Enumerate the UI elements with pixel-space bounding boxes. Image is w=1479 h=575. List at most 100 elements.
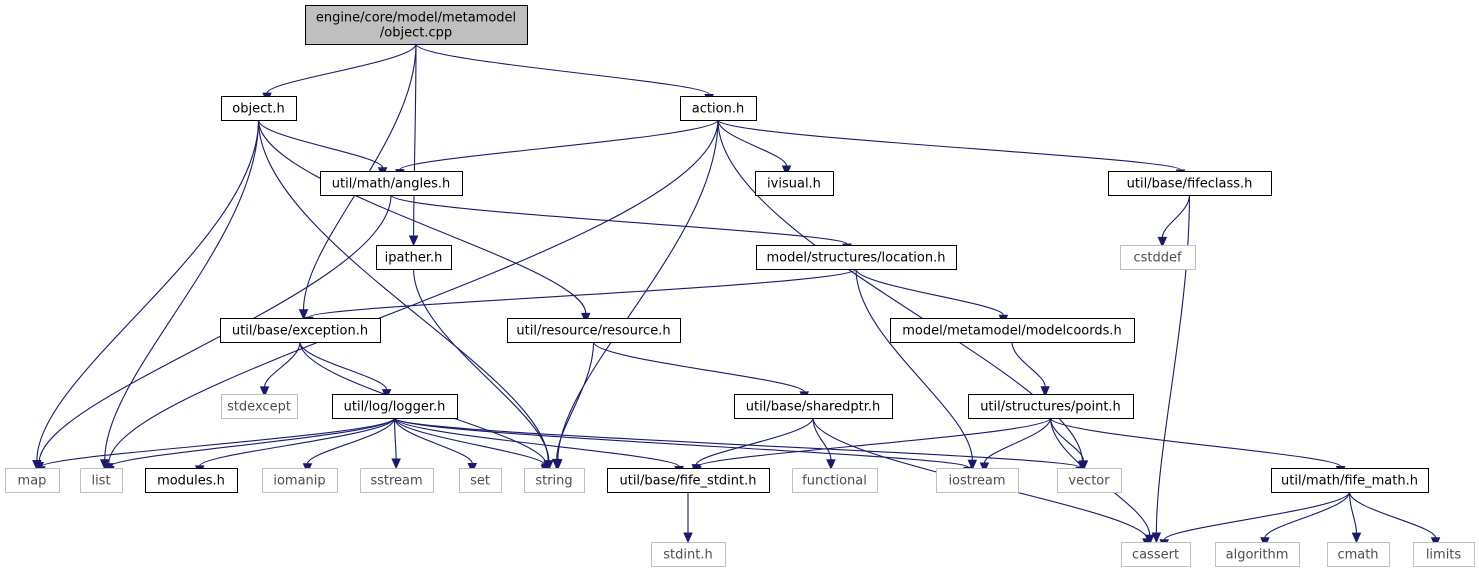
node-label: cmath: [1337, 548, 1378, 563]
node-box: [524, 468, 585, 493]
edge-fifeclass_h-to-cstddef: [1157, 194, 1191, 248]
node-object-h[interactable]: object.h: [221, 96, 297, 121]
node-label: model/metamodel/modelcoords.h: [902, 324, 1122, 339]
edge-root-to-ipather_h: [408, 43, 419, 247]
node-list: list: [80, 468, 123, 493]
node-label: util/base/sharedptr.h: [746, 400, 880, 415]
node-box: [1108, 171, 1272, 196]
edge-modelcoords_h-to-point_h: [1011, 341, 1050, 397]
node-angles-h[interactable]: util/math/angles.h: [320, 171, 463, 196]
edge-arrowhead: [259, 386, 270, 398]
node-modules-h[interactable]: modules.h: [145, 468, 238, 493]
edge-logger_h-to-sstream: [391, 417, 401, 470]
edge-line: [393, 417, 397, 460]
node-box: [1057, 468, 1122, 493]
node-box: [1413, 542, 1475, 567]
edge-fife_math_h-to-limits: [1348, 491, 1441, 549]
edge-location_h-to-modelcoords_h: [855, 268, 1009, 326]
node-label: stdint.h: [663, 548, 712, 563]
node-box: [145, 468, 238, 493]
edge-arrowhead: [580, 312, 591, 324]
edge-action_h-to-string: [553, 119, 719, 471]
edge-line: [399, 119, 719, 171]
node-label: action.h: [692, 102, 744, 117]
node-stdint-h: stdint.h: [651, 542, 726, 567]
edge-line: [393, 417, 680, 468]
edge-arrowhead: [1151, 532, 1162, 544]
node-label: util/log/logger.h: [344, 400, 446, 415]
node-fife-stdint-h[interactable]: util/base/fife_stdint.h: [607, 468, 770, 493]
node-box: [1215, 542, 1300, 567]
node-label: util/math/angles.h: [332, 177, 451, 192]
edge-line: [299, 341, 388, 390]
node-resource-h[interactable]: util/resource/resource.h: [507, 318, 681, 343]
edge-object_h-to-resource_h: [257, 119, 591, 324]
edge-line: [696, 417, 1052, 468]
edge-line: [393, 417, 969, 468]
edge-line: [1155, 194, 1191, 534]
edge-logger_h-to-list: [105, 417, 396, 477]
node-box: [459, 468, 502, 493]
node-label: vector: [1068, 474, 1110, 489]
node-root[interactable]: engine/core/model/metamodel/object.cpp: [305, 5, 528, 45]
node-fifeclass-h[interactable]: util/base/fifeclass.h: [1108, 171, 1272, 196]
edge-line: [108, 119, 719, 464]
node-box: [1121, 542, 1191, 567]
edge-arrowhead: [967, 459, 978, 471]
node-box: [890, 318, 1135, 343]
node-label: util/math/fife_math.h: [1281, 474, 1418, 489]
edge-arrowhead: [298, 309, 309, 320]
node-exception-h[interactable]: util/base/exception.h: [220, 318, 381, 343]
edge-line: [109, 417, 396, 468]
node-ivisual-h[interactable]: ivisual.h: [755, 171, 834, 196]
node-box: [792, 468, 878, 493]
edge-line: [717, 119, 1083, 462]
node-label: engine/core/model/metamodel: [316, 11, 516, 26]
node-box: [968, 394, 1134, 419]
node-box: [680, 96, 757, 121]
edge-fifeclass_h-to-cassert: [1151, 194, 1191, 544]
edge-arrowhead: [979, 462, 990, 474]
node-vector: vector: [1057, 468, 1122, 493]
node-modelcoords-h[interactable]: model/metamodel/modelcoords.h: [890, 318, 1135, 343]
edge-object_h-to-angles_h: [257, 119, 388, 178]
node-label: sstream: [370, 474, 422, 489]
edge-line: [1049, 417, 1085, 461]
edge-fife_math_h-to-cmath: [1348, 491, 1362, 544]
node-label: set: [470, 474, 490, 489]
node-logger-h[interactable]: util/log/logger.h: [332, 394, 458, 419]
edge-line: [393, 417, 1081, 468]
edge-exception_h-to-stdexcept: [259, 341, 301, 398]
node-label: algorithm: [1226, 548, 1289, 563]
edge-line: [1161, 194, 1191, 238]
node-box: [220, 318, 381, 343]
edge-action_h-to-angles_h: [395, 119, 719, 180]
edge-line: [855, 268, 973, 461]
node-box: [756, 245, 957, 270]
node-sharedptr-h[interactable]: util/base/sharedptr.h: [734, 394, 893, 419]
edge-line: [855, 268, 1004, 316]
edge-location_h-to-iostream: [855, 268, 978, 471]
edge-resource_h-to-string: [551, 341, 595, 470]
edge-resource_h-to-sharedptr_h: [592, 341, 810, 403]
edge-line: [257, 119, 549, 462]
node-point-h[interactable]: util/structures/point.h: [968, 394, 1134, 419]
node-label: limits: [1426, 548, 1462, 563]
edge-arrowhead: [826, 459, 836, 470]
edge-line: [1011, 341, 1046, 387]
node-fife-math-h[interactable]: util/math/fife_math.h: [1271, 468, 1429, 493]
node-action-h[interactable]: action.h: [680, 96, 757, 121]
edge-logger_h-to-modules_h: [194, 417, 396, 477]
node-label: util/structures/point.h: [980, 400, 1121, 415]
node-box: [332, 394, 458, 419]
edge-line: [257, 119, 384, 169]
node-cstddef: cstddef: [1120, 245, 1196, 270]
node-ipather-h[interactable]: ipather.h: [376, 245, 452, 270]
edge-arrowhead: [1157, 236, 1168, 248]
node-location-h[interactable]: model/structures/location.h: [756, 245, 957, 270]
edge-line: [393, 417, 546, 466]
edge-line: [717, 119, 788, 167]
node-box: [1327, 542, 1390, 567]
edge-line: [199, 417, 396, 467]
